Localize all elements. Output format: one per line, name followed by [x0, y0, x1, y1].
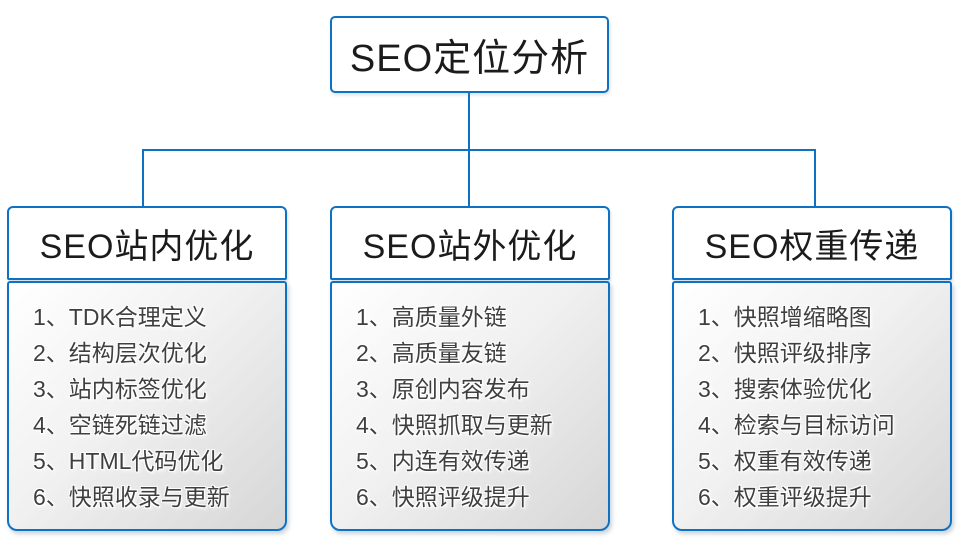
list-item: 2、快照评级排序 [698, 340, 872, 366]
list-item: 4、快照抓取与更新 [356, 412, 553, 438]
list-item: 3、原创内容发布 [356, 376, 530, 402]
root-node-title: SEO定位分析 [349, 38, 590, 80]
list-item: 6、快照收录与更新 [33, 484, 230, 510]
list-item: 3、站内标签优化 [33, 376, 207, 402]
list-item: 1、高质量外链 [356, 304, 507, 330]
connector-middle-vertical [468, 150, 470, 206]
list-item: 1、快照增缩略图 [698, 304, 872, 330]
column-offsite-list: 1、高质量外链 2、高质量友链 3、原创内容发布 4、快照抓取与更新 5、内连有… [330, 281, 610, 531]
column-weight-list: 1、快照增缩略图 2、快照评级排序 3、搜索体验优化 4、检索与目标访问 5、权… [672, 281, 952, 531]
column-onsite: SEO站内优化 1、TDK合理定义 2、结构层次优化 3、站内标签优化 4、空链… [7, 206, 287, 531]
list-item: 5、HTML代码优化 [33, 448, 224, 474]
column-onsite-title: SEO站内优化 [39, 227, 255, 266]
connector-right-vertical [814, 150, 816, 206]
list-item: 6、快照评级提升 [356, 484, 530, 510]
column-offsite: SEO站外优化 1、高质量外链 2、高质量友链 3、原创内容发布 4、快照抓取与… [330, 206, 610, 531]
list-item: 6、权重评级提升 [698, 484, 872, 510]
column-weight-title: SEO权重传递 [704, 227, 920, 266]
column-weight-header: SEO权重传递 [672, 206, 952, 280]
list-item: 2、结构层次优化 [33, 340, 207, 366]
column-onsite-header: SEO站内优化 [7, 206, 287, 280]
column-offsite-title: SEO站外优化 [362, 227, 578, 266]
connector-horizontal [142, 149, 816, 151]
column-offsite-header: SEO站外优化 [330, 206, 610, 280]
connector-left-vertical [142, 150, 144, 206]
list-item: 3、搜索体验优化 [698, 376, 872, 402]
connector-root-vertical [468, 93, 470, 150]
root-node: SEO定位分析 [330, 16, 609, 93]
list-item: 5、权重有效传递 [698, 448, 872, 474]
list-item: 4、检索与目标访问 [698, 412, 895, 438]
list-item: 1、TDK合理定义 [33, 304, 207, 330]
list-item: 2、高质量友链 [356, 340, 507, 366]
list-item: 5、内连有效传递 [356, 448, 530, 474]
column-onsite-list: 1、TDK合理定义 2、结构层次优化 3、站内标签优化 4、空链死链过滤 5、H… [7, 281, 287, 531]
column-weight: SEO权重传递 1、快照增缩略图 2、快照评级排序 3、搜索体验优化 4、检索与… [672, 206, 952, 531]
list-item: 4、空链死链过滤 [33, 412, 207, 438]
